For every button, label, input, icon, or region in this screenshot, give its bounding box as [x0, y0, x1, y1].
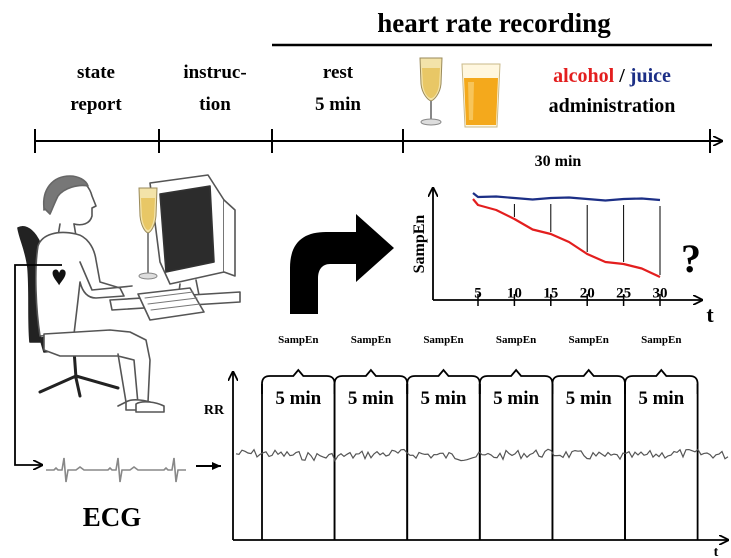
juice-glass-icon — [461, 63, 501, 128]
heart-icon — [50, 267, 68, 288]
phase-1-line2: report — [70, 94, 122, 115]
window-duration-label: 5 min — [493, 388, 539, 409]
duration-label: 30 min — [535, 153, 582, 170]
phase-1-line1: state — [77, 62, 115, 83]
sampen-series-line — [472, 192, 661, 202]
sampen-series-line — [472, 198, 661, 278]
window-brace — [333, 368, 409, 394]
window-sampen-label: SampEn — [423, 334, 463, 346]
phase-2-line1: instruc- — [183, 62, 246, 83]
juice-label: juice — [629, 65, 671, 87]
window-duration-label: 5 min — [638, 388, 684, 409]
ecg-trace — [46, 457, 186, 483]
phase-3-line2: 5 min — [315, 94, 361, 115]
window-brace — [624, 368, 699, 394]
window-sampen-label: SampEn — [641, 334, 681, 346]
window-duration-label: 5 min — [566, 388, 612, 409]
rr-plot: RR t — [204, 372, 728, 558]
sampen-x-label: t — [706, 302, 714, 327]
ecg-label: ECG — [83, 502, 142, 532]
window-brace — [478, 368, 554, 394]
window-brace — [406, 368, 481, 394]
window-sampen-label: SampEn — [496, 334, 536, 346]
sampen-chart: SampEn t ? 5 10 15 20 25 30 — [411, 188, 714, 327]
rr-y-label: RR — [204, 403, 225, 418]
timeline: heart rate recording state report instru… — [34, 8, 722, 170]
window-sampen-label: SampEn — [351, 334, 391, 346]
sampen-y-label: SampEn — [411, 215, 428, 274]
person-at-computer-icon — [17, 174, 241, 413]
alcohol-juice-separator: / — [614, 65, 630, 87]
window-duration-label: 5 min — [421, 388, 467, 409]
window-duration-label: 5 min — [348, 388, 394, 409]
sampen-x-tick-label: 25 — [616, 285, 631, 301]
phase-2-line2: tion — [199, 94, 231, 115]
champagne-glass-icon — [419, 57, 443, 126]
window-sampen-label: SampEn — [569, 334, 609, 346]
alcohol-label: alcohol — [553, 65, 615, 87]
ecg-connector — [14, 264, 62, 465]
sampen-x-tick-label: 5 — [474, 285, 482, 301]
sampen-x-tick-label: 20 — [580, 285, 595, 301]
curved-arrow-icon — [290, 214, 394, 314]
administration-label: administration — [549, 95, 676, 117]
rr-trace — [235, 448, 729, 463]
administration-line1: alcohol / juice — [553, 65, 671, 87]
window-sampen-label: SampEn — [278, 334, 318, 346]
rr-x-label: t — [714, 545, 719, 558]
sampen-x-tick-label: 10 — [507, 285, 522, 301]
phase-3-line1: rest — [323, 62, 354, 83]
question-mark: ? — [681, 236, 701, 281]
window-duration-label: 5 min — [275, 388, 321, 409]
recording-title: heart rate recording — [377, 8, 611, 38]
sampen-x-tick-label: 30 — [653, 285, 668, 301]
window-brace — [261, 368, 336, 394]
window-brace — [551, 368, 626, 394]
sampen-windows: SampEn 5 min SampEn 5 min SampEn 5 min SampEn 5… — [261, 334, 699, 540]
champagne-glass-icon — [138, 187, 158, 280]
sampen-x-tick-label: 15 — [543, 285, 558, 301]
